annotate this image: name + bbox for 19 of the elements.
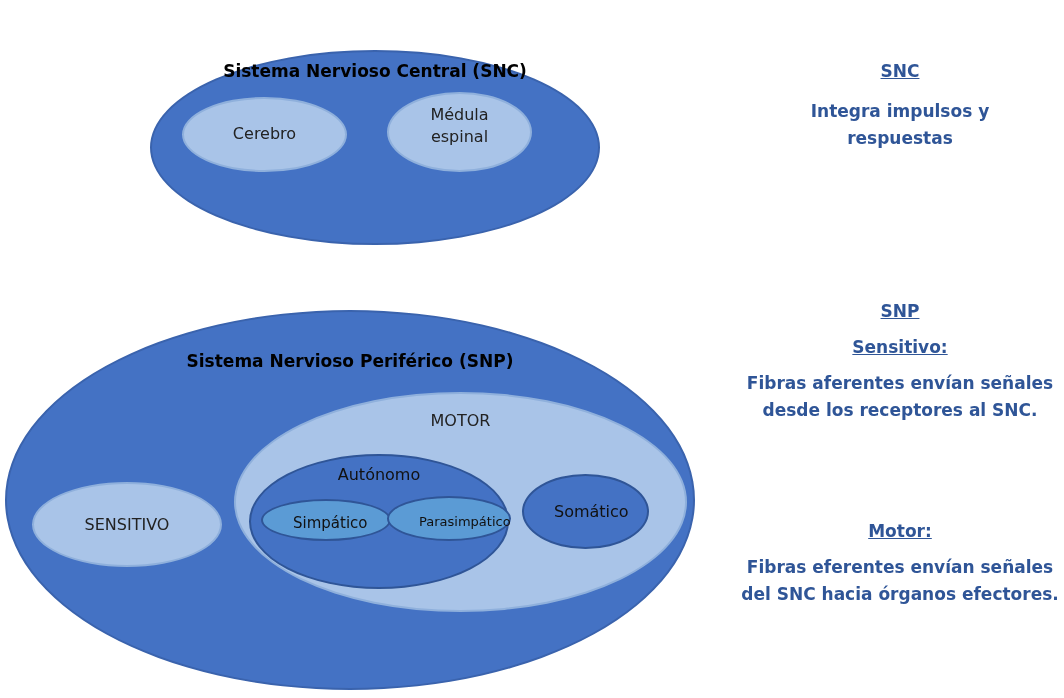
description-text: Integra impulsos y respuestas bbox=[809, 100, 991, 150]
node-label: SENSITIVO bbox=[83, 514, 171, 536]
description-text: Fibras eferentes envían señales del SNC hacia órganos efectores. bbox=[740, 556, 1060, 606]
heading: SNP bbox=[879, 300, 921, 323]
node-label: MOTOR bbox=[429, 410, 492, 432]
inner-ellipse bbox=[261, 499, 391, 541]
node-label: Cerebro bbox=[231, 123, 298, 145]
heading: SNC bbox=[879, 60, 921, 83]
node-label: Simpático bbox=[292, 513, 369, 534]
node-label: Parasimpático bbox=[418, 513, 509, 531]
heading: Motor: bbox=[867, 520, 933, 543]
description-text: Fibras aferentes envían señales desde los receptores al SNC. bbox=[745, 372, 1055, 422]
inner-ellipse bbox=[387, 496, 511, 541]
node-label: Autónomo bbox=[336, 464, 422, 486]
heading: Sensitivo: bbox=[851, 336, 949, 359]
group-title: Sistema Nervioso Periférico (SNP) bbox=[185, 350, 515, 372]
node-label: Somático bbox=[553, 501, 630, 523]
node-label: Médula espinal bbox=[429, 104, 490, 148]
group-title: Sistema Nervioso Central (SNC) bbox=[222, 60, 528, 82]
